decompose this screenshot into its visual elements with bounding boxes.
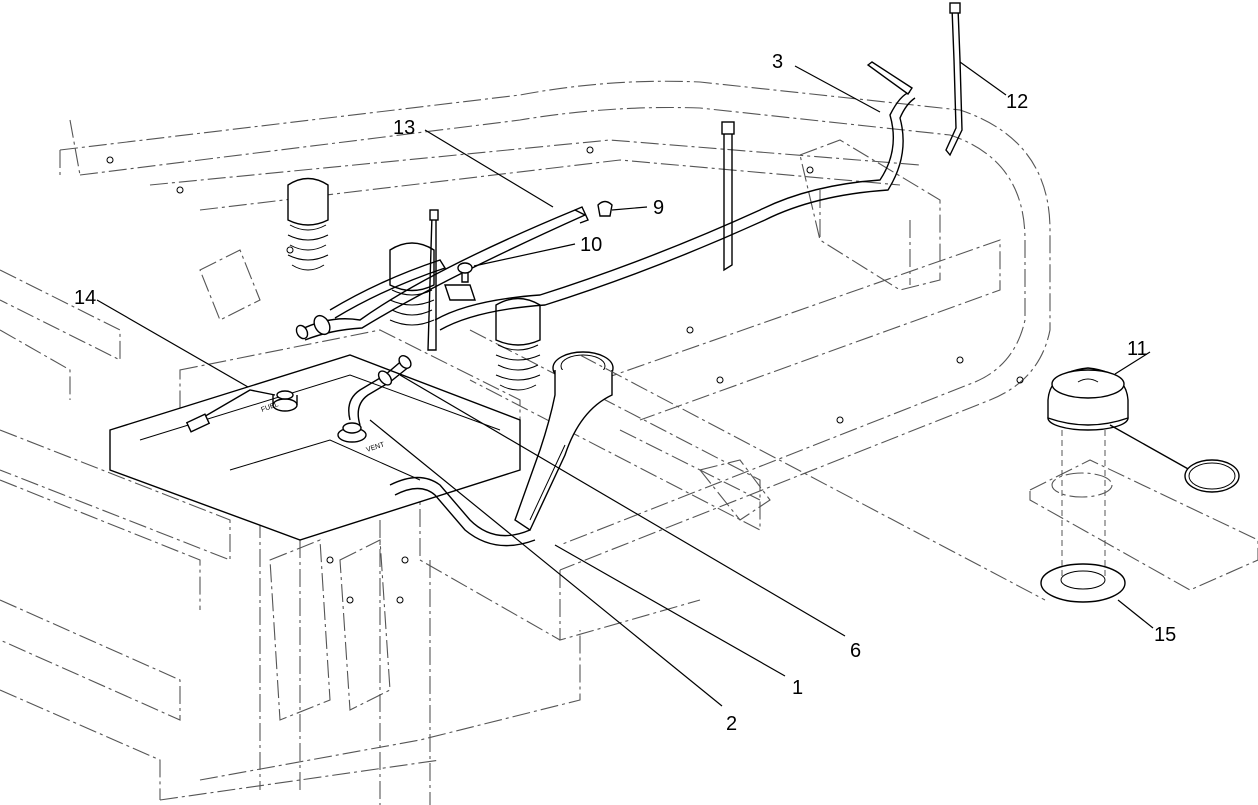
screw-bracket: [444, 262, 476, 301]
callout-1: 1: [792, 677, 803, 699]
spring-isolator-center: [389, 242, 435, 326]
callout-labels: 1 2 3 6 9 10 11 12 13 14 15: [74, 51, 1176, 735]
fuel-hose-assembly: [295, 206, 589, 341]
callout-9: 9: [653, 197, 664, 219]
leader-3: [794, 65, 881, 113]
hose-clamp: [597, 200, 613, 217]
mower-frame-outline: [0, 80, 1051, 805]
grommet-ring: [579, 354, 1126, 603]
callout-14: 14: [74, 287, 96, 309]
leader-1: [554, 544, 786, 677]
vent-hose: [348, 355, 412, 426]
leader-13: [424, 129, 554, 208]
leader-14: [96, 299, 249, 388]
callout-3: 3: [772, 51, 783, 73]
cable-tie-rear: [721, 121, 735, 272]
leader-2: [369, 419, 723, 707]
callout-12: 12: [1006, 91, 1028, 113]
fuel-cap-decal-plate: [1029, 459, 1258, 591]
fuel-cap: [1047, 367, 1240, 493]
fuel-hose: [389, 476, 536, 547]
cable-tie-center: [427, 209, 439, 351]
callout-15: 15: [1154, 624, 1176, 646]
leader-6: [399, 374, 846, 637]
leader-10: [473, 243, 576, 267]
spring-isolator-left: [287, 177, 329, 271]
callout-6: 6: [850, 640, 861, 662]
leader-9: [611, 206, 648, 211]
leader-lines: [96, 61, 1154, 707]
tie-strap: [945, 2, 963, 157]
fuel-filler-neck: [514, 351, 614, 532]
fuel-line: [434, 61, 916, 331]
spring-isolator-right: [495, 297, 541, 391]
leader-15: [1117, 599, 1154, 629]
callout-2: 2: [726, 713, 737, 735]
callout-10: 10: [580, 234, 602, 256]
fuel-tank: FUEL VENT: [109, 354, 521, 541]
callout-13: 13: [393, 117, 415, 139]
leader-12: [959, 61, 1007, 96]
leader-11: [1114, 351, 1151, 375]
callout-11: 11: [1127, 338, 1148, 360]
